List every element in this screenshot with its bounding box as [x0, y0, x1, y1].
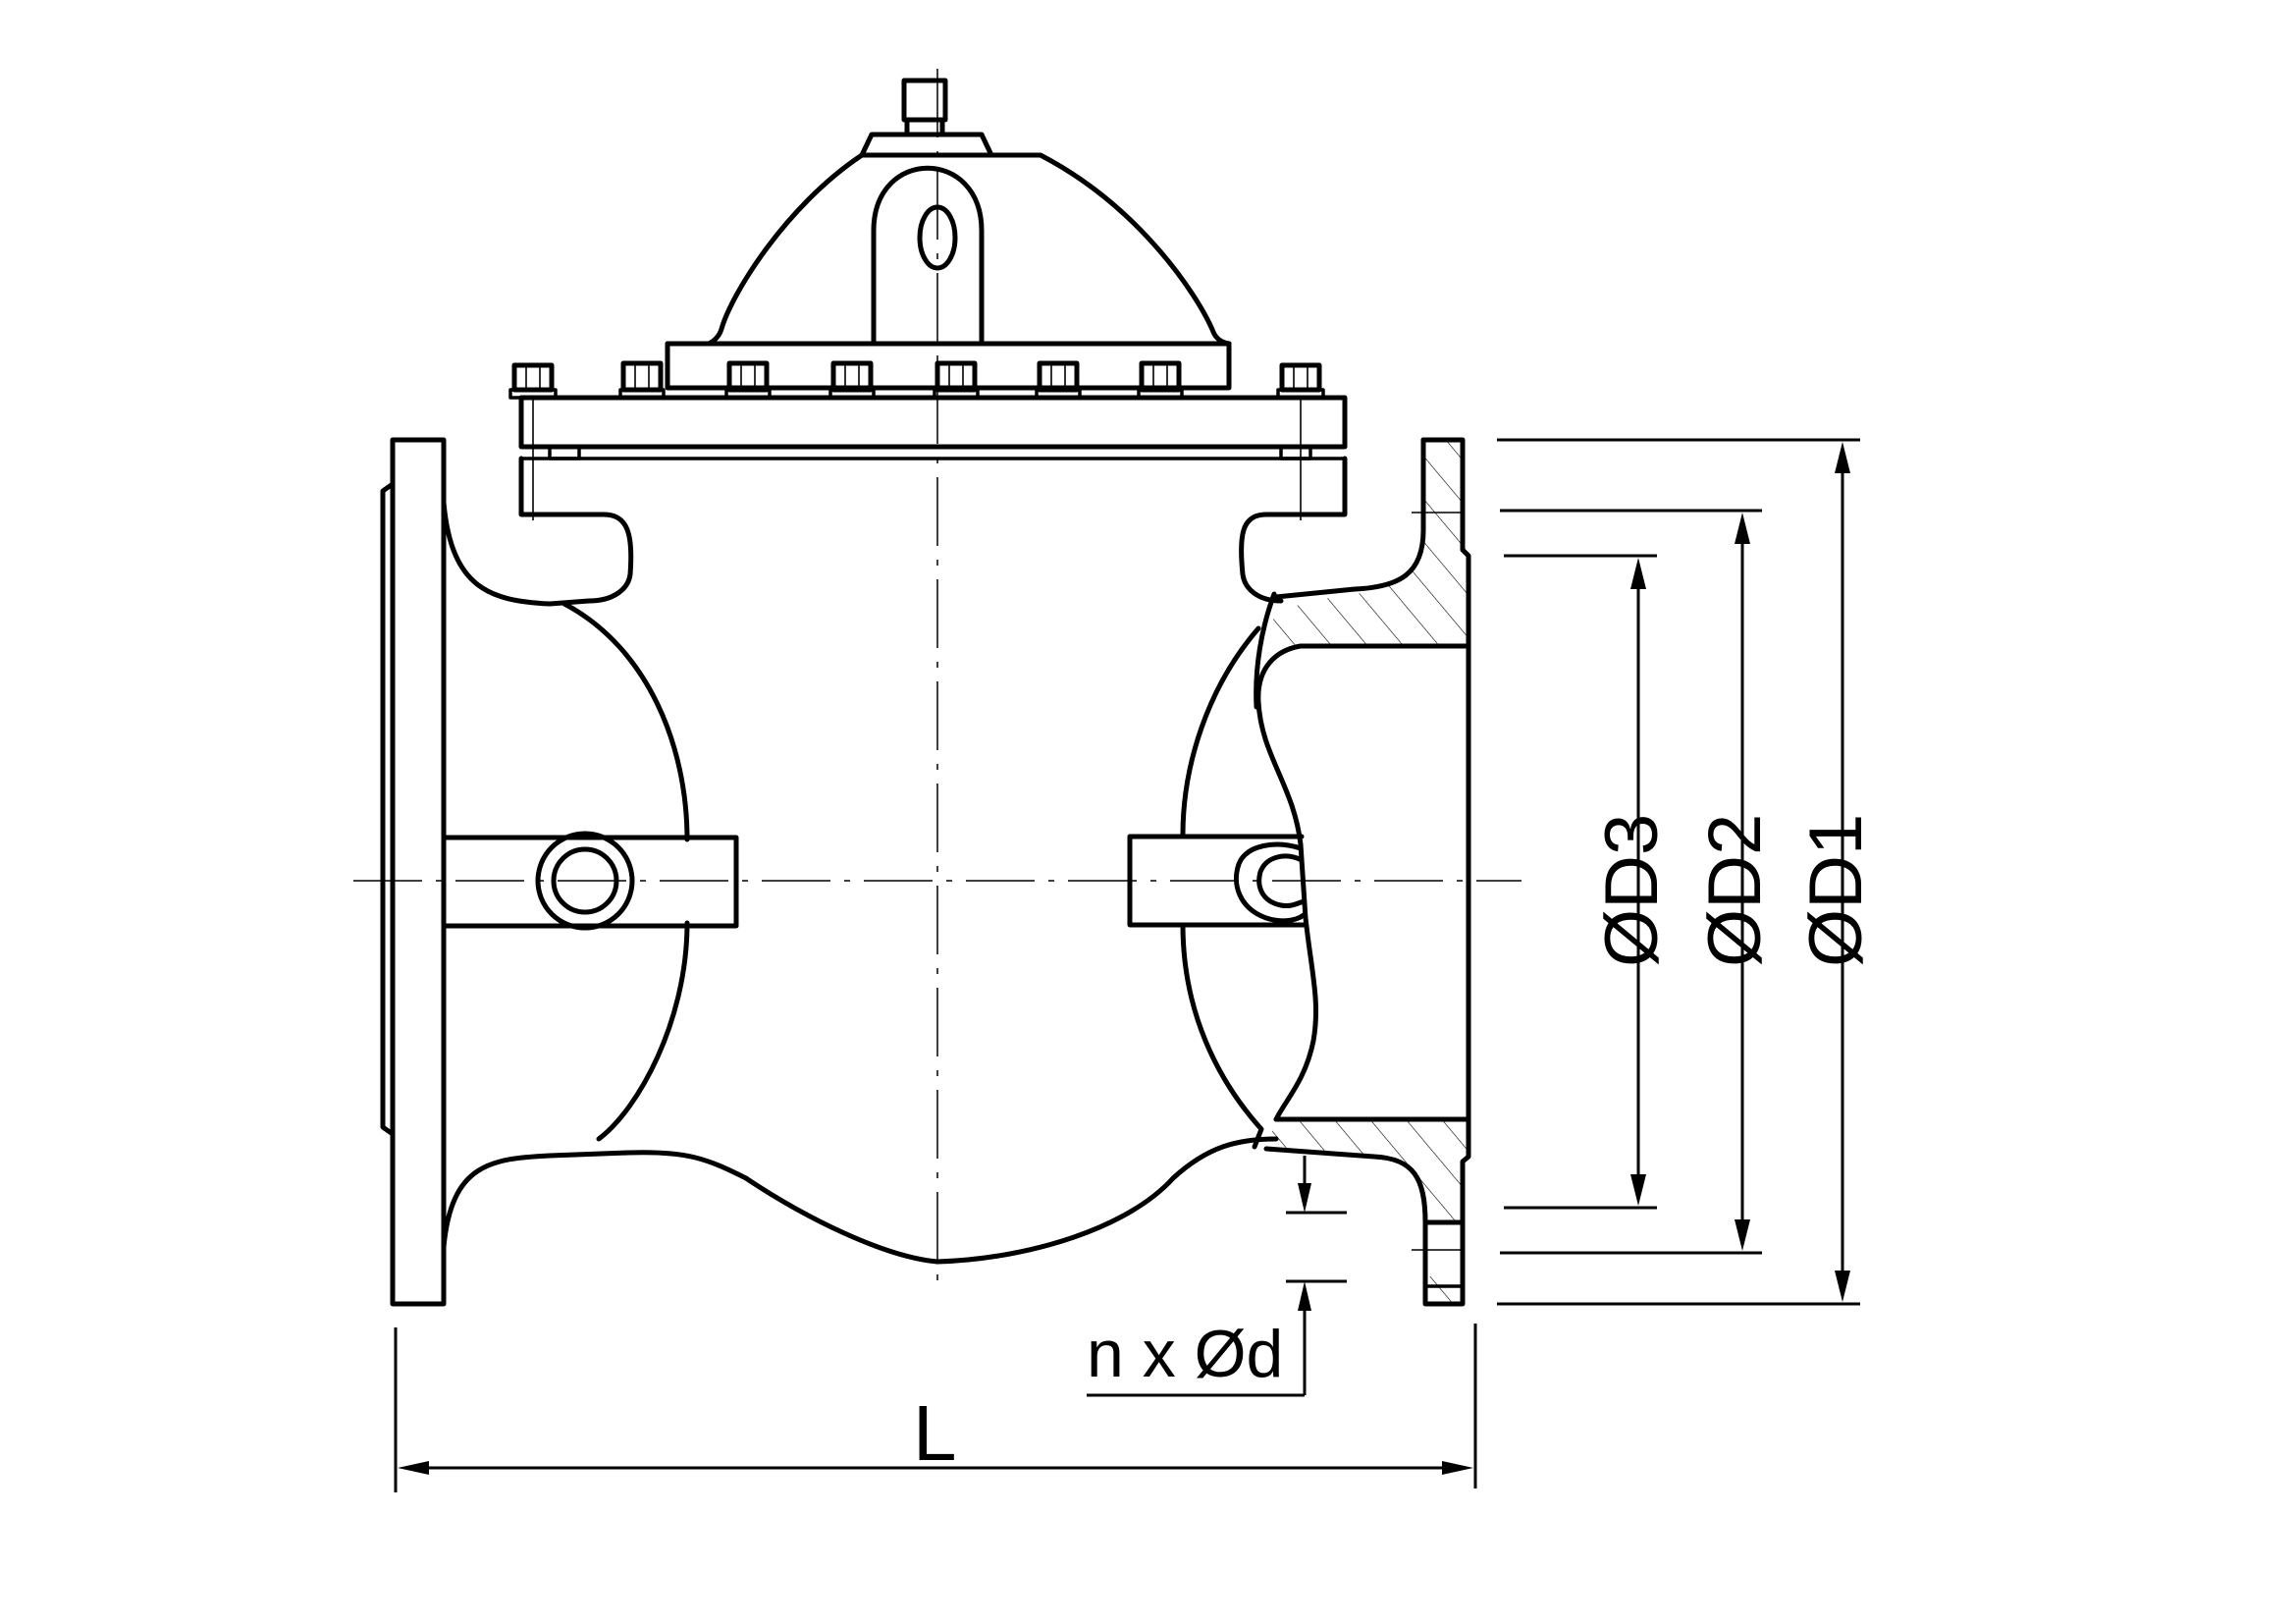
left-flange	[380, 437, 940, 1307]
bolt-1	[508, 362, 558, 400]
left-hinge-boss	[441, 831, 739, 931]
bolt-2	[618, 360, 666, 400]
bonnet-flange	[518, 395, 1348, 604]
bolt-hole-dimension	[1087, 1156, 1347, 1397]
od1-label: ØD1	[1794, 813, 1878, 967]
bolt-7	[1137, 360, 1184, 400]
od2-label: ØD2	[1693, 813, 1777, 967]
bolt-4	[828, 360, 876, 400]
bolt-5	[933, 360, 980, 400]
center-lines	[353, 69, 1522, 1286]
bonnet	[665, 78, 1232, 391]
lower-body	[934, 1136, 1279, 1265]
length-label: L	[913, 1389, 957, 1477]
bolt-3	[724, 360, 772, 400]
length-dimension	[394, 1324, 1477, 1492]
right-hinge-boss	[1127, 834, 1307, 928]
bolt-holes-label: n x Ød	[1087, 1317, 1284, 1391]
bolt-8	[1276, 362, 1325, 400]
bolt-6	[1035, 360, 1082, 400]
diameter-dimensions	[1497, 438, 1860, 1306]
right-section	[1180, 437, 1471, 1307]
od3-label: ØD3	[1590, 813, 1674, 967]
